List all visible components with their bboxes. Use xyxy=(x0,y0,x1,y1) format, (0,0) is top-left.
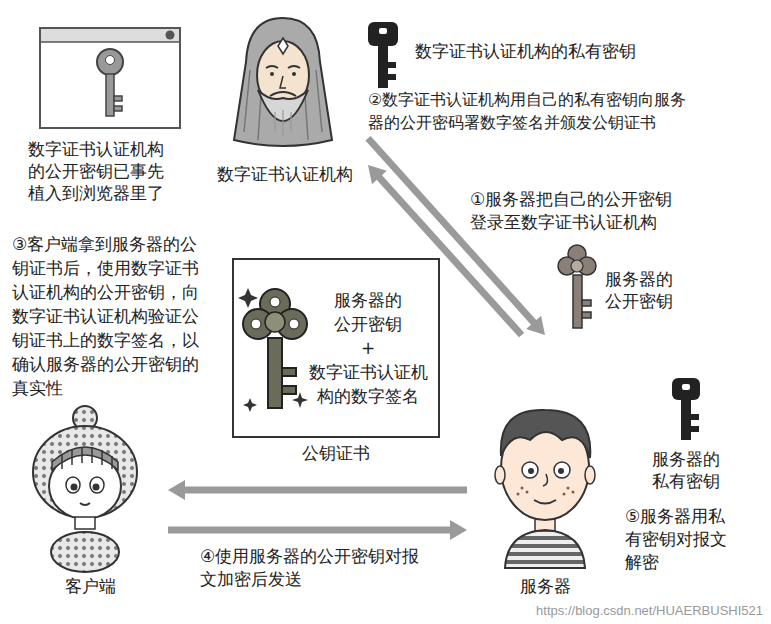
figure-label: 客户端 xyxy=(12,575,168,597)
server-figure xyxy=(495,410,595,568)
ca-private-key xyxy=(368,22,398,88)
annotation: ⑤服务器用私有密钥对报文解密 xyxy=(625,505,729,574)
connector-line xyxy=(168,527,453,534)
figure-node: 服务器 xyxy=(467,335,623,597)
certificate-box: 服务器的公开密钥+数字证书认证机构的数字签名公钥证书 xyxy=(232,258,440,438)
annotation: 服务器的私有密钥 xyxy=(652,448,722,492)
certificate-title: 公钥证书 xyxy=(234,441,438,465)
annotation: ③客户端拿到服务器的公钥证书后，使用数字证书认证机构的公开密钥，向数字证书认证机… xyxy=(12,232,201,400)
client-figure xyxy=(33,406,137,572)
annotation: 数字证书认证机构的公开密钥已事先植入到浏览器里了 xyxy=(28,138,166,204)
plus-sign: + xyxy=(361,336,375,360)
annotation: 数字证书认证机构的私有密钥 xyxy=(415,40,636,62)
connector-line xyxy=(182,487,467,494)
watermark: https://blog.csdn.net/HUAERBUSHI521 xyxy=(536,603,763,619)
certificate-key xyxy=(238,288,308,412)
figure-node: 数字证书认证机构 xyxy=(202,18,368,185)
figure-label: 数字证书认证机构 xyxy=(202,163,368,185)
server-public-key xyxy=(558,245,596,328)
server-private-key xyxy=(672,378,700,440)
annotation: 服务器的公开密钥 xyxy=(605,268,675,312)
certificate-text: 数字证书认证机构的数字签名 xyxy=(308,360,429,408)
annotation: ①服务器把自己的公开密钥登录至数字证书认证机构 xyxy=(470,188,676,234)
connector-arrow xyxy=(168,520,467,540)
connector-arrow xyxy=(168,480,467,500)
annotation: ④使用服务器的公开密钥对报文加密后发送 xyxy=(200,545,423,591)
figure-label: 服务器 xyxy=(467,575,623,597)
annotation: ②数字证书认证机构用自己的私有密钥向服务器的公开密码署数字签名并颁发公钥证书 xyxy=(368,88,690,134)
browser-window xyxy=(40,28,180,128)
certificate-text: 服务器的公开密钥 xyxy=(333,288,403,336)
figure-node: 客户端 xyxy=(12,405,168,597)
ca-figure xyxy=(234,18,332,146)
certificate-content: 服务器的公开密钥+数字证书认证机构的数字签名 xyxy=(302,260,434,436)
